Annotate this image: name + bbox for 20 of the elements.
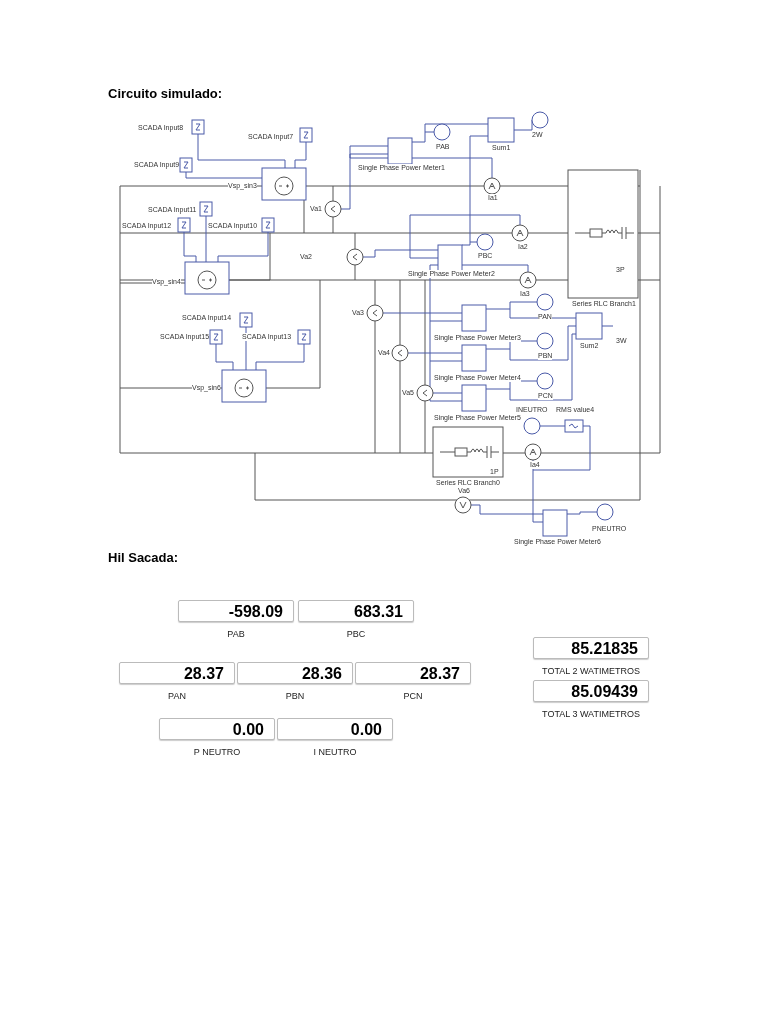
display-label: TOTAL 2 WATIMETROS <box>542 666 640 676</box>
value-display: -598.09 <box>178 600 294 622</box>
value-display: 85.09439 <box>533 680 649 702</box>
display-label: TOTAL 3 WATIMETROS <box>542 709 640 719</box>
display-label: PBN <box>285 691 305 701</box>
display-label: I NEUTRO <box>313 747 357 757</box>
display-label: PAB <box>227 629 245 639</box>
value-display: 683.31 <box>298 600 414 622</box>
display-label: PCN <box>403 691 423 701</box>
display-label: PBC <box>346 629 366 639</box>
heading: Circuito simulado: <box>108 86 223 101</box>
display-label: PAN <box>168 691 186 701</box>
value-display: 0.00 <box>159 718 275 740</box>
value-display: 28.36 <box>237 662 353 684</box>
value-display: 0.00 <box>277 718 393 740</box>
value-display: 28.37 <box>119 662 235 684</box>
value-display: 28.37 <box>355 662 471 684</box>
value-display: 85.21835 <box>533 637 649 659</box>
heading: Hil Sacada: <box>108 550 179 565</box>
display-label: P NEUTRO <box>193 747 241 757</box>
